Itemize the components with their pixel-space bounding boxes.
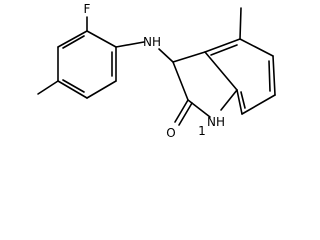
bond-ringA-1 [86,30,117,48]
carbonyl-oxygen-label: O [166,126,175,140]
bond-nh-to-c3 [158,48,174,63]
bond-ringB-3 [239,38,274,57]
bond-ringB-6 [236,89,243,115]
bond-c3-c2 [172,61,189,101]
bond-methyl-right [239,7,242,40]
molecule-diagram: F NH NH 1 O [37,2,276,140]
fluorotolyl-ring [37,16,145,99]
lactam-ring [172,51,238,126]
fluorine-label: F [84,2,91,16]
bond-ringB-4 [272,55,276,96]
bond-methyl-left [37,80,59,95]
bond-ringB-2 [204,38,241,53]
benzo-ring [204,7,276,115]
structure-drawing: F NH NH 1 O [37,2,276,140]
bond-carbonyl-1 [174,99,189,123]
bond-ringA-3 [86,80,117,99]
bond-ringA-4 [57,80,88,99]
bond-ringB-double-2 [268,60,271,92]
bond-ring-to-nh [115,41,145,48]
bond-carbonyl-2 [178,102,193,126]
bond-ringA-double-2 [62,79,85,93]
ring-nh-label: NH [207,115,225,129]
bond-ringB-5 [241,94,276,115]
bond-n1-c7a [220,89,238,111]
bond-c3-c3a [172,51,206,63]
bond-ringB-1 [204,51,238,91]
bond-ringA-6 [57,30,88,48]
bond-ringB-double-3 [240,91,246,109]
ring-nh-locant: 1 [198,124,206,138]
amine-linker [158,48,174,63]
bond-ringA-double-3 [62,35,85,49]
bond-ringB-double-1 [210,44,238,56]
amine-nh-label: NH [143,35,161,49]
